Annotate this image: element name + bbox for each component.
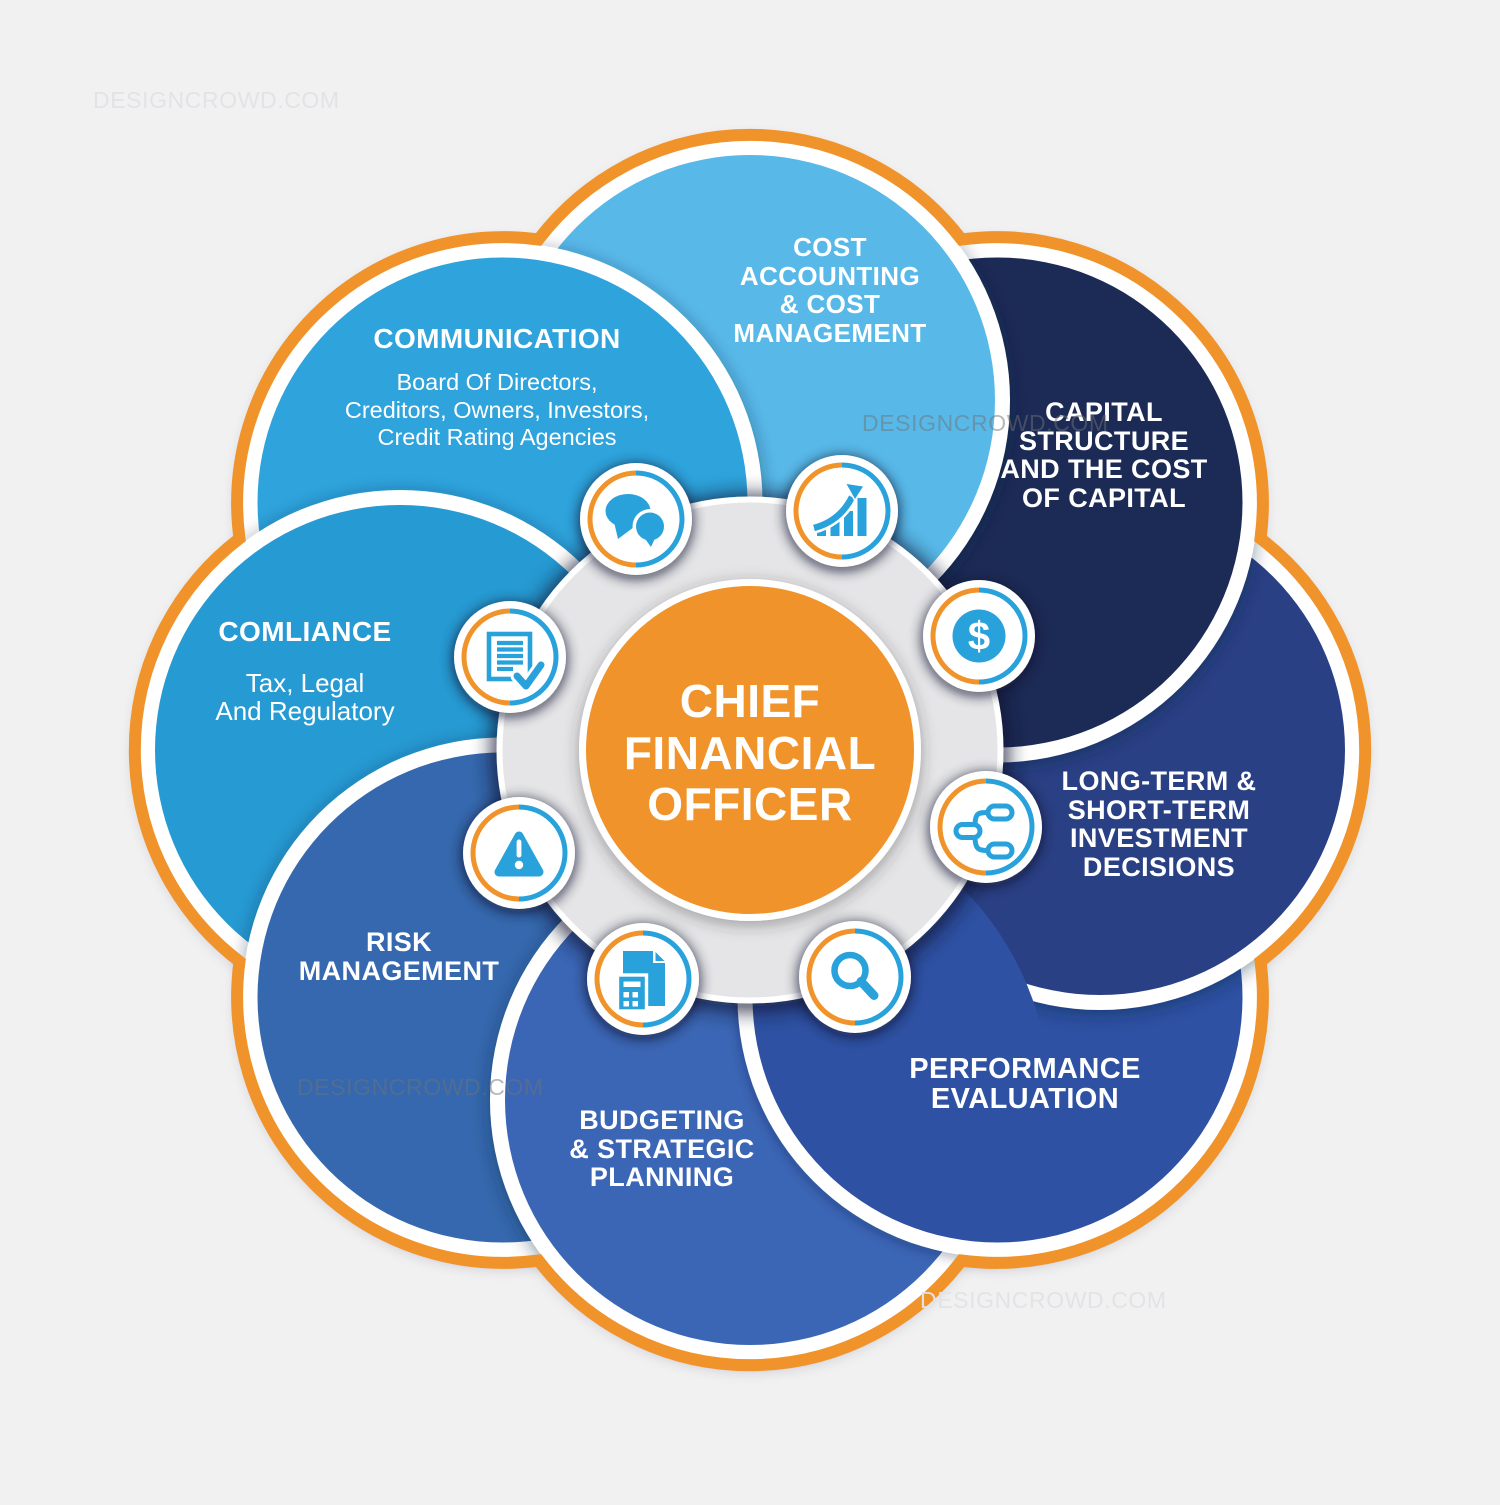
svg-text:COMLIANCE: COMLIANCE xyxy=(218,616,391,647)
svg-text:DESIGNCROWD.COM: DESIGNCROWD.COM xyxy=(297,1074,544,1100)
svg-text:Board Of Directors,Creditors,: Board Of Directors,Creditors, Owners, In… xyxy=(345,369,649,450)
svg-text:DESIGNCROWD.COM: DESIGNCROWD.COM xyxy=(93,87,340,113)
svg-text:$: $ xyxy=(968,615,990,659)
svg-text:DESIGNCROWD.COM: DESIGNCROWD.COM xyxy=(920,1287,1167,1313)
svg-text:DESIGNCROWD.COM: DESIGNCROWD.COM xyxy=(862,410,1109,436)
svg-text:COMMUNICATION: COMMUNICATION xyxy=(373,323,620,354)
